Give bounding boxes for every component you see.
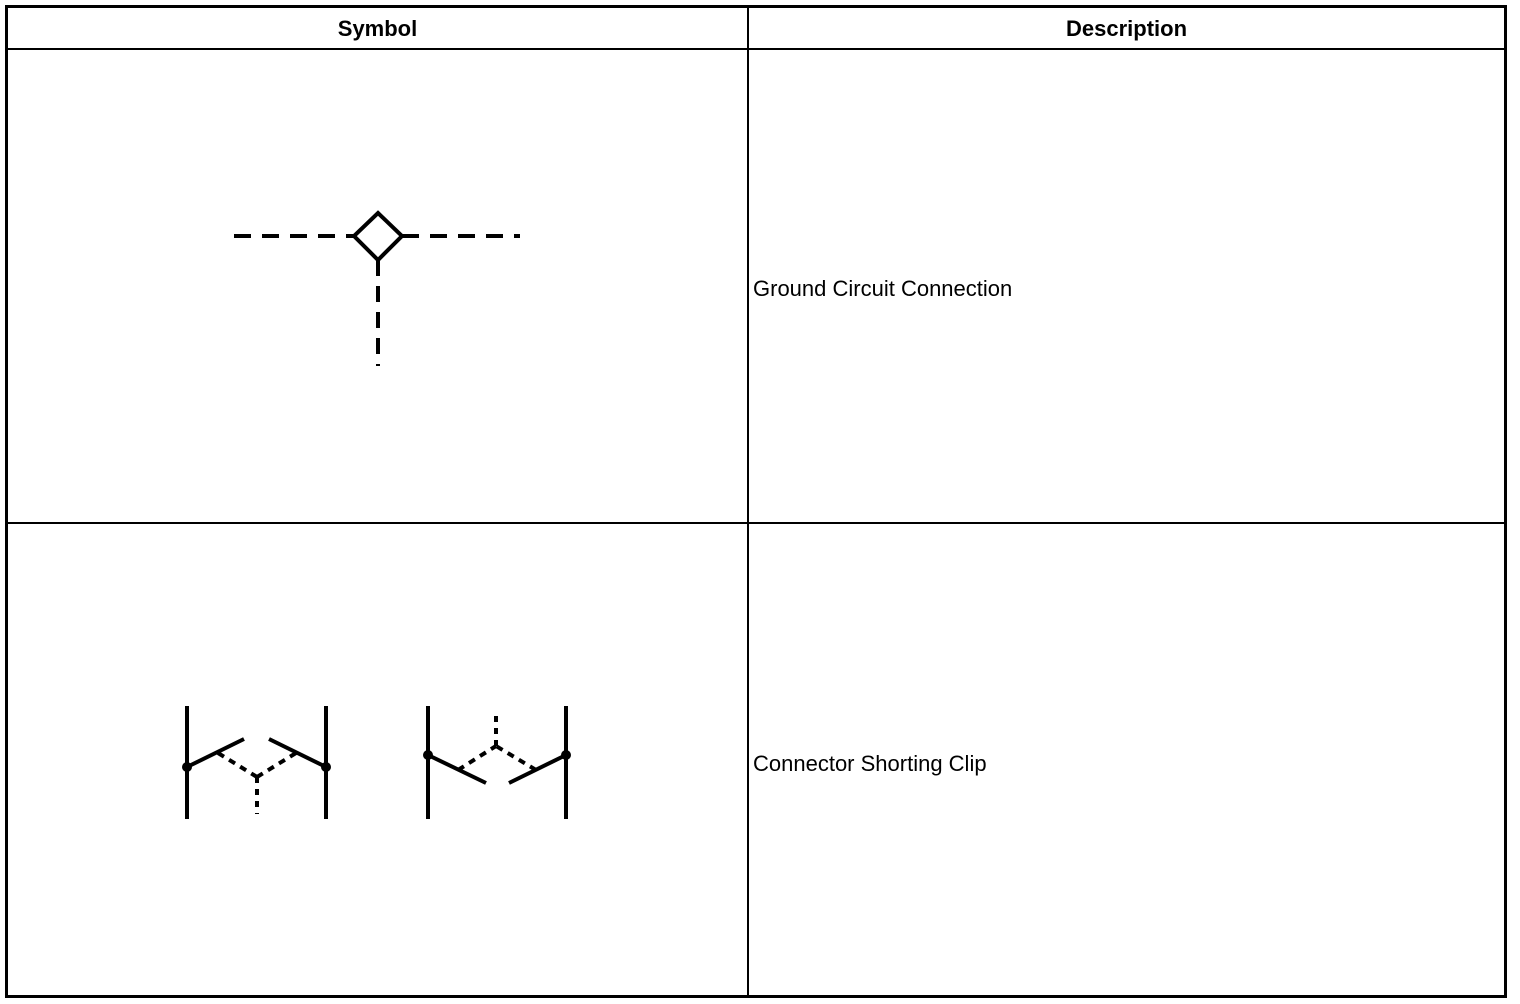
connector-shorting-clip-icon (182, 706, 571, 819)
symbol-table: Symbol Description (5, 5, 1507, 998)
ground-circuit-connection-icon (234, 210, 520, 366)
column-divider (747, 8, 749, 995)
header-description: Description (1065, 16, 1188, 41)
header-divider (8, 48, 1504, 50)
description-connector-shorting-clip: Connector Shorting Clip (753, 751, 987, 776)
header-symbol: Symbol (337, 16, 418, 41)
row-divider (8, 522, 1504, 524)
description-ground-circuit-connection: Ground Circuit Connection (753, 276, 1013, 301)
